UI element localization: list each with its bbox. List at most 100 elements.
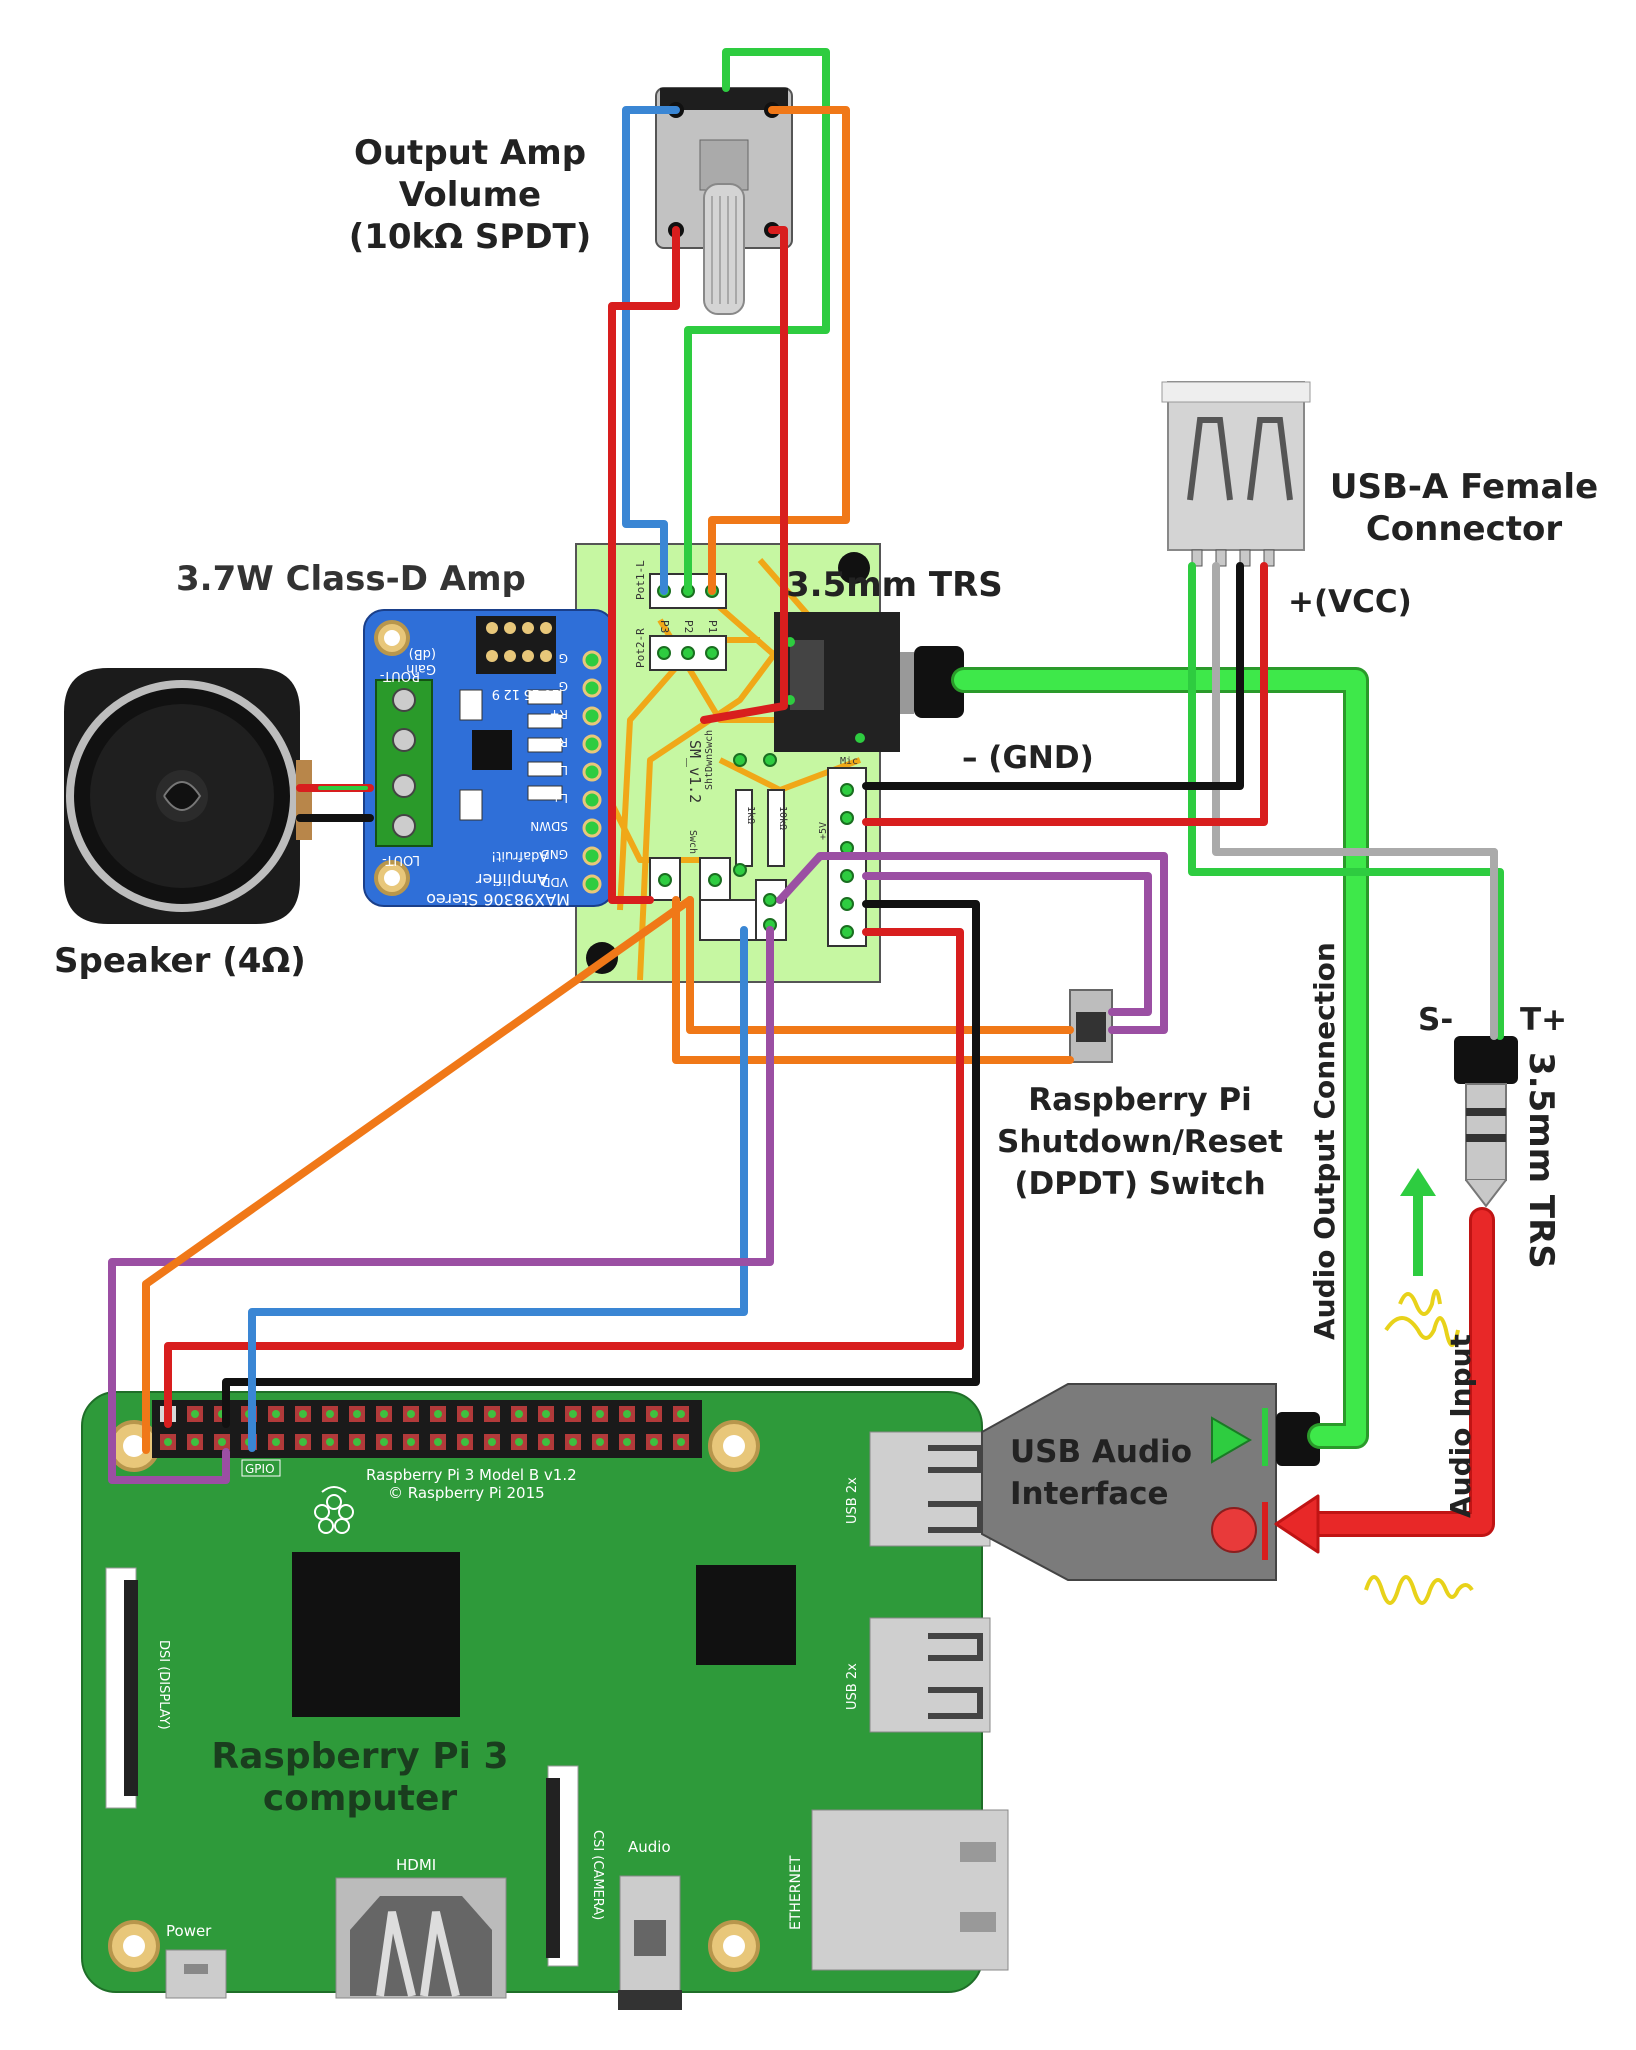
- amp-label: 3.7W Class-D Amp: [176, 559, 526, 599]
- power-label: Power: [166, 1922, 212, 1940]
- amp-pin: [582, 846, 602, 866]
- amp-gain-15: 15: [523, 686, 540, 701]
- csi-connector: CSI (CAMERA): [546, 1765, 605, 1967]
- gpio-pin-dot: [326, 1438, 334, 1446]
- gpio-pin-dot: [299, 1410, 307, 1418]
- usb2-label: USB 2x: [845, 1663, 860, 1710]
- usb-lan-chip: [696, 1565, 796, 1665]
- resistor-10k-label: 10kΩ: [777, 806, 788, 830]
- amp-pin-label: L+: [551, 791, 568, 805]
- panel-trs-jack: [774, 612, 914, 752]
- perf-label-switch: Swch: [687, 830, 698, 854]
- amp-gain-12: 12: [503, 686, 520, 701]
- ethernet-label: ETHERNET: [788, 1855, 804, 1930]
- panel-trs-plug: [914, 646, 964, 718]
- perf-label-p3: P3: [658, 620, 671, 633]
- gpio-pin-dot: [650, 1438, 658, 1446]
- resistor-1k-label: 1kΩ: [745, 806, 756, 824]
- amp-pin-label: G: [559, 651, 568, 665]
- gpio-pin-dot: [461, 1438, 469, 1446]
- audio-output-connection-label: Audio Output Connection: [1308, 942, 1341, 1340]
- hdmi-label: HDMI: [396, 1856, 436, 1874]
- switch-label-line3: (DPDT) Switch: [1014, 1166, 1265, 1202]
- amp-pin: [582, 734, 602, 754]
- panel-trs-label: 3.5mm TRS: [786, 565, 1003, 605]
- output-waveform-icon: [1384, 1289, 1460, 1347]
- amp-gain-18: 18: [543, 686, 560, 701]
- gpio-pin-dot: [623, 1410, 631, 1418]
- gpio-pin-dot: [434, 1410, 442, 1418]
- amp-text-line2: Amplifier: [476, 870, 549, 889]
- amp-pin-label: R+: [550, 707, 568, 721]
- gnd-label: – (GND): [962, 740, 1094, 776]
- usb-audio-output-plug: [1276, 1412, 1320, 1466]
- power-port: Power: [165, 1922, 227, 1999]
- usb-a-female-connector: [1161, 381, 1311, 567]
- switch-label-line1: Raspberry Pi: [1028, 1082, 1252, 1118]
- perf-label-mic: Mic: [840, 756, 858, 767]
- gpio-pin-dot: [488, 1410, 496, 1418]
- vcc-label: +(VCC): [1288, 584, 1412, 620]
- amp-lout-label: LOUT-: [382, 852, 420, 867]
- dpdt-switch: [1069, 989, 1113, 1063]
- audio-input-label: Audio Input: [1444, 1334, 1477, 1518]
- usb-audio-line1: USB Audio: [1010, 1434, 1192, 1470]
- pot-label-line2: Volume: [399, 175, 541, 215]
- perf-label-p1: P1: [706, 620, 719, 633]
- amp-pin: [582, 818, 602, 838]
- gpio-pin-dot: [380, 1438, 388, 1446]
- gpio-pin-dot: [515, 1438, 523, 1446]
- amp-pin: [582, 762, 602, 782]
- output-arrow-icon: [1400, 1168, 1436, 1276]
- gpio-pin-dot: [542, 1410, 550, 1418]
- amp-db-label: (dB): [409, 646, 436, 661]
- pi-label-line1: Raspberry Pi 3: [211, 1736, 508, 1777]
- usb-audio-interface: USB Audio Interface: [981, 1383, 1320, 1581]
- usb-female-label-line2: Connector: [1366, 509, 1563, 549]
- pi-audio-jack: Audio: [618, 1838, 682, 2010]
- pi-label-line2: computer: [263, 1778, 458, 1819]
- usb-port-1: USB 2x: [845, 1431, 991, 1547]
- gpio-pin-dot: [272, 1410, 280, 1418]
- amp-pin-label: G: [559, 679, 568, 693]
- gpio-pin-dot: [461, 1410, 469, 1418]
- input-waveform-icon: [1364, 1575, 1474, 1605]
- speaker: [64, 668, 312, 924]
- amp-gain-9: 9: [492, 686, 500, 701]
- amp-rout-label: ROUT-: [379, 668, 420, 683]
- gpio-pin-dot: [326, 1410, 334, 1418]
- amp-pin: [582, 678, 602, 698]
- output-triangle-icon: [1211, 1416, 1252, 1464]
- gpio-pin-dot: [542, 1438, 550, 1446]
- amp-pin-label: GND: [540, 847, 568, 861]
- gpio-pin-dot: [191, 1438, 199, 1446]
- gpio-pin-dot: [623, 1438, 631, 1446]
- input-circle-icon: [1211, 1507, 1257, 1553]
- gpio-pin-dot: [650, 1410, 658, 1418]
- amp-pin-label: L-: [557, 763, 568, 777]
- raspberry-pi-logo-icon: [314, 1486, 354, 1534]
- gpio-label: GPIO: [245, 1462, 275, 1476]
- gpio-pin-dot: [407, 1410, 415, 1418]
- wires: [108, 48, 1504, 1554]
- gpio-header: GPIO: [152, 1400, 702, 1477]
- amp-pin: [582, 790, 602, 810]
- gpio-pin-dot: [515, 1410, 523, 1418]
- audio-label: Audio: [628, 1838, 671, 1856]
- trs-plug: [1454, 1036, 1518, 1208]
- csi-label: CSI (CAMERA): [590, 1830, 605, 1920]
- amp-pin: [582, 650, 602, 670]
- switch-label-line2: Shutdown/Reset: [997, 1124, 1283, 1160]
- gpio-pin-dot: [353, 1410, 361, 1418]
- perfboard: Pot1-L Pot2-R P3 P2 P1 SM_v1.2 ShtDwnSwc…: [575, 543, 964, 983]
- usb-female-label-line1: USB-A Female: [1330, 467, 1598, 507]
- soc-chip: [292, 1552, 460, 1717]
- perf-label-shutdown-switch: ShtDwnSwch: [704, 730, 715, 790]
- amp-pin: [582, 874, 602, 894]
- perf-label-version: SM_v1.2: [686, 740, 704, 803]
- perf-label-pot2: Pot2-R: [634, 628, 647, 668]
- perf-label-pot1: Pot1-L: [634, 560, 647, 600]
- amp-pin-label: R-: [556, 735, 568, 749]
